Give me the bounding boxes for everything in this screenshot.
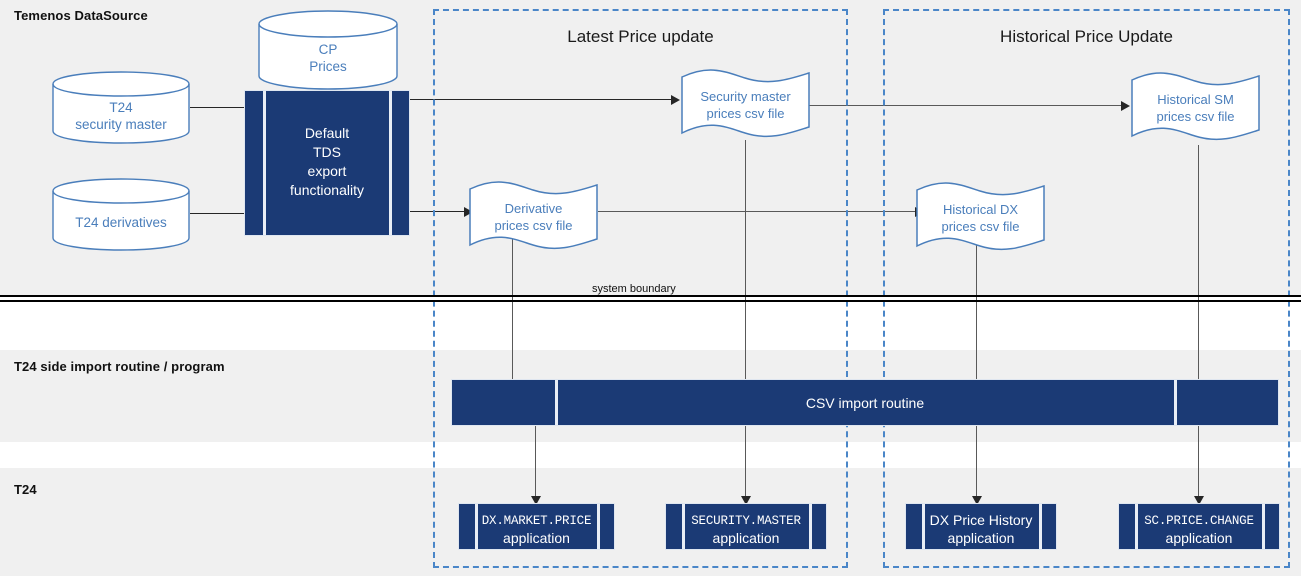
connector-routine-to-securitymaster — [745, 426, 746, 498]
app-divider-left — [922, 504, 925, 549]
tds-divider-left — [263, 91, 266, 235]
app-divider-left — [682, 504, 685, 549]
application-sc-price-change[interactable]: SC.PRICE.CHANGE application — [1118, 503, 1280, 550]
app-divider-right — [809, 504, 812, 549]
file-historical-dx-csv[interactable]: Historical DX prices csv file — [915, 180, 1046, 256]
file-label-line1: Historical DX — [942, 202, 1019, 217]
application-security-master[interactable]: SECURITY.MASTER application — [665, 503, 827, 550]
region-title-latest: Latest Price update — [567, 27, 714, 46]
routine-divider-right — [1174, 380, 1177, 425]
region-latest-price-update: Latest Price update — [433, 9, 848, 568]
arrow-tds-to-dx-csv — [464, 207, 473, 217]
process-default-tds-export[interactable]: Default TDS export functionality — [244, 90, 410, 236]
region-historical-price-update: Historical Price Update — [883, 9, 1290, 568]
arrow-smcsv-to-histsm — [1121, 101, 1130, 111]
file-label-line1: Derivative — [504, 201, 563, 216]
database-cp-prices: CP Prices — [258, 10, 398, 90]
application-dx-price-history[interactable]: DX Price History application — [905, 503, 1057, 550]
file-label-line2: prices csv file — [494, 218, 573, 233]
tds-label-line4: functionality — [290, 182, 364, 198]
file-label-line2: prices csv file — [706, 106, 785, 121]
connector-histdx-down — [976, 232, 977, 379]
connector-dxcsv-to-histdx — [598, 211, 917, 212]
database-t24-security-master: T24 security master — [52, 71, 190, 144]
system-boundary-label: system boundary — [592, 283, 676, 295]
tds-label-line2: TDS — [313, 144, 341, 160]
db-label-line2: security master — [75, 117, 167, 132]
connector-routine-to-dxmarketprice — [535, 426, 536, 498]
app-divider-right — [1262, 504, 1265, 549]
band-t24 — [0, 468, 1301, 576]
system-boundary-line-bottom — [0, 300, 1301, 302]
connector-smcsv-down — [745, 140, 746, 379]
file-security-master-csv[interactable]: Security master prices csv file — [680, 67, 811, 143]
application-name: SC.PRICE.CHANGE — [1144, 514, 1254, 528]
app-divider-right — [1039, 504, 1042, 549]
app-divider-left — [1135, 504, 1138, 549]
region-title-historical: Historical Price Update — [1000, 27, 1173, 46]
connector-sm-to-tds — [190, 107, 244, 108]
arrow-routine-to-dxpricehistory — [972, 496, 982, 505]
tds-label-line3: export — [307, 163, 347, 179]
file-label-line2: prices csv file — [1156, 109, 1235, 124]
routine-label: CSV import routine — [805, 395, 925, 411]
arrow-routine-to-scpricechange — [1194, 496, 1204, 505]
connector-dx-to-tds — [190, 213, 244, 214]
app-divider-left — [475, 504, 478, 549]
db-label-line1: CP — [318, 42, 338, 57]
connector-dxcsv-down — [512, 228, 513, 379]
routine-divider-left — [555, 380, 558, 425]
arrow-routine-to-securitymaster — [741, 496, 751, 505]
application-dx-market-price[interactable]: DX.MARKET.PRICE application — [458, 503, 615, 550]
application-name: DX.MARKET.PRICE — [481, 514, 592, 528]
connector-tds-to-dx-csv — [409, 211, 466, 212]
app-divider-right — [597, 504, 600, 549]
connector-histsm-down — [1198, 145, 1199, 379]
file-derivative-csv[interactable]: Derivative prices csv file — [468, 179, 599, 255]
band-label-import-routine: T24 side import routine / program — [14, 359, 225, 374]
application-name: SECURITY.MASTER — [691, 514, 801, 528]
tds-divider-right — [389, 91, 392, 235]
file-historical-sm-csv[interactable]: Historical SM prices csv file — [1130, 70, 1261, 146]
db-label-line1: T24 — [109, 100, 133, 115]
process-csv-import-routine[interactable]: CSV import routine — [451, 379, 1279, 426]
arrow-routine-to-dxmarketprice — [531, 496, 541, 505]
file-label-line2: prices csv file — [941, 219, 1020, 234]
db-label-line2: Prices — [309, 59, 347, 74]
application-subtitle: application — [712, 530, 780, 546]
application-subtitle: application — [947, 530, 1015, 546]
connector-smcsv-to-histsm — [808, 105, 1123, 106]
tds-label-line1: Default — [304, 125, 350, 141]
file-label-line1: Security master — [700, 89, 791, 104]
band-label-t24: T24 — [14, 482, 37, 497]
arrow-tds-to-sm-csv — [671, 95, 680, 105]
connector-routine-to-scpricechange — [1198, 426, 1199, 498]
database-t24-derivatives: T24 derivatives — [52, 178, 190, 251]
system-boundary-line-top — [0, 295, 1301, 297]
band-temenos-datasource — [0, 0, 1301, 297]
db-label-line1: T24 derivatives — [75, 215, 167, 230]
band-label-datasource: Temenos DataSource — [14, 8, 148, 23]
file-label-line1: Historical SM — [1157, 92, 1234, 107]
connector-routine-to-dxpricehistory — [976, 426, 977, 498]
connector-tds-to-sm-csv — [409, 99, 673, 100]
application-subtitle: application — [1165, 530, 1233, 546]
application-name: DX Price History — [929, 512, 1033, 528]
application-subtitle: application — [503, 530, 570, 546]
